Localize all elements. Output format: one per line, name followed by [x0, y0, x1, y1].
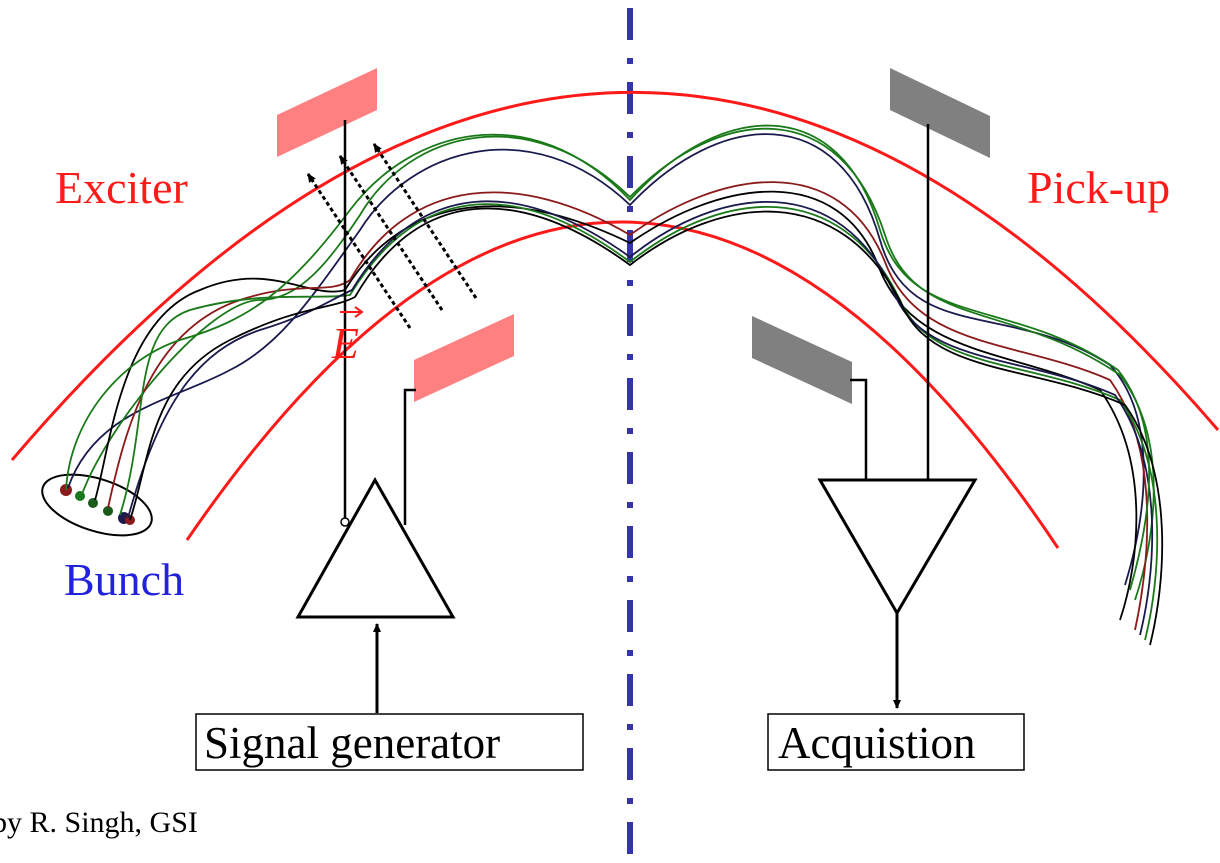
beam-trajectories	[65, 124, 1164, 646]
exciter-bottom-wire	[403, 388, 416, 525]
acquisition-label: Acquistion	[778, 718, 976, 768]
exciter-amplifier	[295, 476, 456, 619]
pickup-label: Pick-up	[1027, 162, 1170, 213]
credit-label: by R. Singh, GSI	[0, 806, 198, 839]
bunch-ellipse	[41, 473, 153, 537]
signal-generator-label: Signal generator	[204, 718, 500, 768]
acquisition-box	[767, 713, 1025, 771]
exciter-plate-top	[277, 68, 377, 157]
exciter-wire-node	[340, 517, 350, 527]
efield-vector-arrow	[340, 306, 364, 318]
bunch-label: Bunch	[64, 554, 184, 605]
exciter-plate-bottom	[414, 314, 514, 402]
outer-beam-pipe-arc	[10, 90, 1220, 461]
efield-label: E	[331, 319, 359, 368]
pickup-amplifier	[817, 478, 978, 616]
signal-generator-box	[195, 713, 584, 771]
pickup-plate-top	[890, 68, 990, 158]
pickup-plate-bottom	[752, 316, 852, 404]
pickup-bottom-wire	[850, 378, 868, 480]
exciter-label: Exciter	[55, 162, 188, 213]
efield-arrows	[306, 143, 478, 329]
